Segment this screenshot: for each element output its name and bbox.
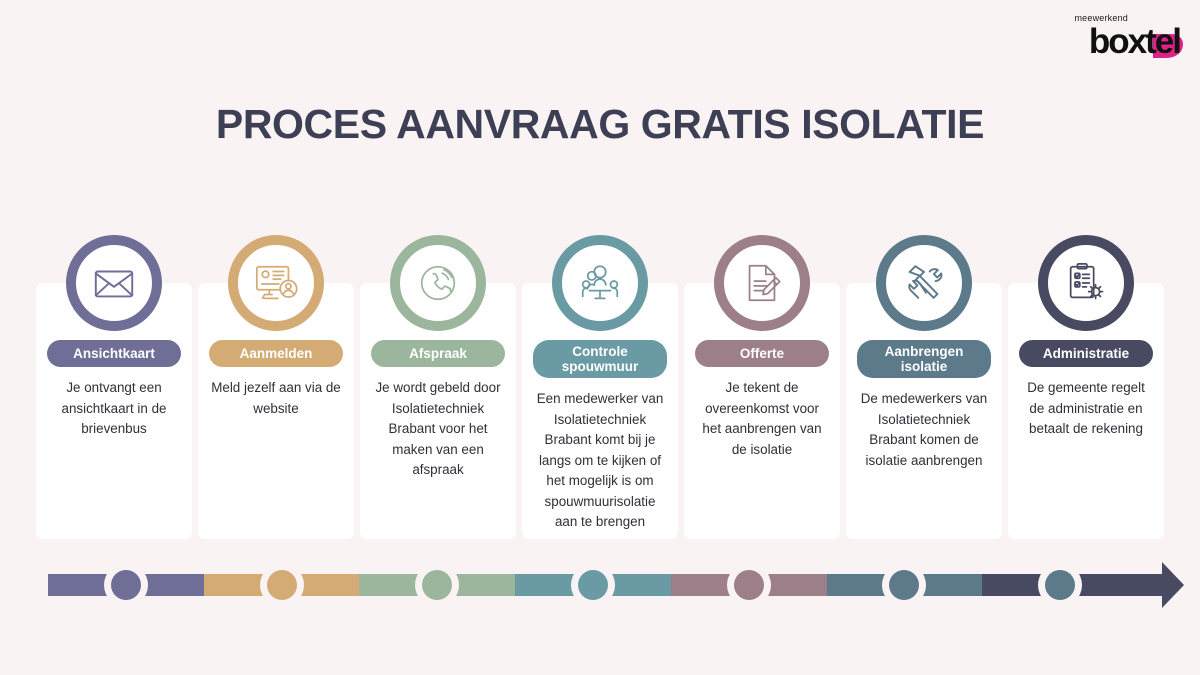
timeline-node-dot-2	[266, 570, 297, 600]
step-icon-circle-7	[1038, 235, 1134, 331]
step-icon-circle-4	[552, 235, 648, 331]
step-icon-circle-3	[390, 235, 486, 331]
timeline-node-dot-4	[578, 570, 608, 600]
step-description-1: Je ontvangt een ansichtkaart in de briev…	[61, 380, 167, 436]
process-step-card-6: Aanbrengen isolatie De medewerkers van Is…	[846, 235, 1002, 539]
timeline-node-dot-6	[889, 570, 920, 600]
timeline-node-4[interactable]	[571, 563, 615, 607]
step-icon-circle-1	[66, 235, 162, 331]
step-label-pill-1: Ansichtkaart	[47, 340, 181, 367]
process-timeline	[48, 562, 1184, 608]
timeline-node-6[interactable]	[882, 563, 927, 607]
clipboard-gear-icon	[1063, 260, 1109, 306]
logo-wordmark: boxtel	[1088, 22, 1183, 61]
timeline-node-7[interactable]	[1038, 563, 1083, 607]
process-step-card-5: Offerte Je tekent de overeenkomst voor he…	[684, 235, 840, 539]
logo-tagline: meewerkend	[1074, 13, 1128, 23]
step-label-pill-7: Administratie	[1019, 340, 1153, 367]
timeline-node-3[interactable]	[415, 563, 460, 607]
phone-ring-icon	[415, 260, 461, 306]
step-label-pill-6: Aanbrengen isolatie	[857, 340, 991, 378]
timeline-bar	[48, 574, 1139, 596]
timeline-arrowhead-icon	[1136, 562, 1184, 608]
timeline-node-1[interactable]	[103, 563, 148, 607]
process-step-card-1: Ansichtkaart Je ontvangt een ansichtkaart…	[36, 235, 192, 539]
step-icon-circle-6	[876, 235, 972, 331]
logo-wordmark-text: boxtel	[1088, 22, 1182, 61]
process-step-card-3: Afspraak Je wordt gebeld door Isolatietec…	[360, 235, 516, 539]
document-pen-icon	[739, 260, 785, 306]
process-step-card-7: Administratie De gemeente regelt de admin…	[1008, 235, 1164, 539]
step-icon-circle-5	[714, 235, 810, 331]
people-meeting-icon	[577, 260, 623, 306]
timeline-node-2[interactable]	[259, 563, 304, 607]
step-description-6: De medewerkers van Isolatietechniek Brab…	[860, 391, 988, 468]
hammer-wrench-icon	[901, 260, 947, 306]
step-description-2: Meld jezelf aan via de website	[211, 380, 341, 416]
step-description-5: Je tekent de overeenkomst voor het aanbr…	[702, 380, 822, 457]
step-label-pill-3: Afspraak	[371, 340, 505, 367]
monitor-user-icon	[253, 260, 299, 306]
step-label-pill-5: Offerte	[695, 340, 829, 367]
step-description-3: Je wordt gebeld door Isolatietechniek Br…	[375, 380, 501, 477]
step-icon-circle-2	[228, 235, 324, 331]
step-label-pill-2: Aanmelden	[209, 340, 343, 367]
timeline-node-dot-7	[1045, 570, 1076, 600]
timeline-node-dot-1	[110, 570, 141, 600]
page-title: PROCES AANVRAAG GRATIS ISOLATIE	[215, 101, 985, 147]
timeline-node-dot-3	[422, 570, 453, 600]
step-label-pill-4: Controle spouwmuur	[533, 340, 667, 378]
step-description-7: De gemeente regelt de administratie en b…	[1027, 380, 1145, 436]
step-description-4: Een medewerker van Isolatietechniek Brab…	[536, 391, 664, 529]
timeline-node-5[interactable]	[726, 563, 771, 607]
timeline-node-dot-5	[733, 570, 764, 600]
envelope-icon	[91, 260, 137, 306]
logo-accent-shape	[1153, 34, 1183, 58]
boxtel-logo: meewerkend boxtel	[1074, 13, 1183, 61]
process-steps-container: Ansichtkaart Je ontvangt een ansichtkaart…	[36, 235, 1164, 539]
